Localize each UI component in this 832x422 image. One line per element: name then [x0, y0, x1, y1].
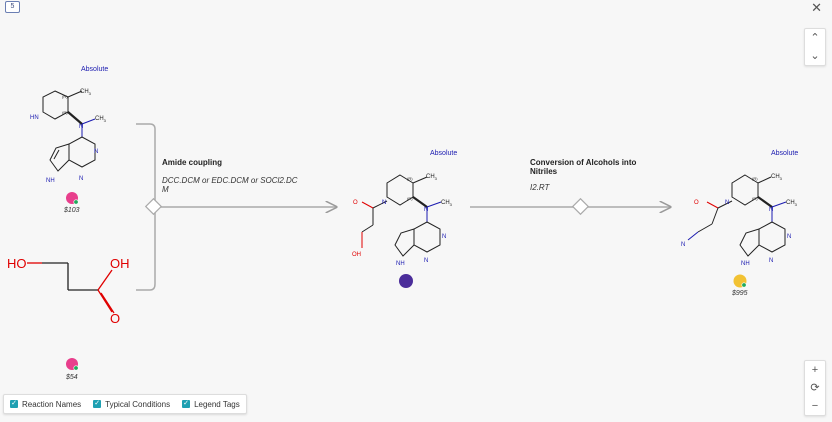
- price-product: $995: [732, 290, 748, 297]
- stereo-r-label: (R): [62, 94, 68, 99]
- check-icon: [73, 365, 79, 371]
- ch3-label: CH3: [771, 174, 783, 181]
- o-label: O: [694, 200, 699, 206]
- conditions-line: M: [162, 185, 169, 194]
- n-label: N: [79, 124, 83, 130]
- step-node-2[interactable]: [571, 197, 590, 216]
- n-label: N: [769, 207, 773, 213]
- chevron-down-icon[interactable]: ⌄: [810, 50, 820, 62]
- step-node-1[interactable]: [144, 197, 163, 216]
- ch3-label: CH3: [426, 174, 438, 181]
- stereo-r-label: (R): [62, 110, 68, 115]
- n-label: N: [79, 176, 83, 182]
- n-label: N: [382, 200, 386, 206]
- n-label: N: [681, 242, 685, 248]
- conditions-line: DCC.DCM or EDC.DCM or SOCl2.DC: [162, 176, 298, 185]
- hn-label: HN: [30, 115, 39, 121]
- acid-labels: HO OH O: [7, 256, 130, 326]
- chevron-up-icon[interactable]: ⌃: [810, 32, 820, 44]
- toggle-legend-tags[interactable]: ✓ Legend Tags: [182, 400, 240, 409]
- check-icon: [741, 282, 747, 288]
- n-label: N: [442, 234, 446, 240]
- toggle-typical-conditions[interactable]: ✓ Typical Conditions: [93, 400, 170, 409]
- nh-label: NH: [396, 261, 405, 267]
- stereo-r-label: (R): [407, 196, 413, 201]
- checkbox-checked-icon[interactable]: ✓: [93, 400, 102, 408]
- n-label: N: [769, 258, 773, 264]
- stereo-r-label: (R): [407, 176, 413, 181]
- n-label: N: [725, 200, 729, 206]
- molecule-product[interactable]: [687, 174, 787, 257]
- oh-label: OH: [352, 252, 361, 258]
- ch3-label: CH3: [95, 116, 107, 123]
- n-label: N: [94, 149, 98, 155]
- check-icon: [73, 199, 79, 205]
- molecule-amine[interactable]: [42, 90, 96, 172]
- intermediate-labels: CH3 N N CH3 O OH N N NH (R) (R): [352, 174, 453, 267]
- navigation-panel: ⌃ ⌄: [804, 28, 826, 66]
- zoom-out-icon[interactable]: −: [811, 400, 819, 412]
- ch3-label: CH3: [786, 200, 798, 207]
- checkbox-checked-icon[interactable]: ✓: [10, 400, 18, 408]
- stereo-r-label: (R): [752, 176, 758, 181]
- nh-label: NH: [46, 178, 55, 184]
- price-amine: $103: [64, 207, 80, 214]
- toggle-label: Reaction Names: [22, 399, 82, 409]
- ch3-label: CH3: [441, 200, 453, 207]
- reset-zoom-icon[interactable]: ⟳: [810, 382, 820, 394]
- stereo-label-amine: Absolute: [81, 66, 109, 73]
- amine-labels: CH3 HN N CH3 N N NH (R) (R): [30, 89, 107, 184]
- stereo-label-intermediate: Absolute: [430, 150, 458, 157]
- n-label: N: [424, 258, 428, 264]
- molecule-acid[interactable]: [27, 262, 115, 314]
- n-label: N: [787, 234, 791, 240]
- reaction-name-line: Nitriles: [530, 167, 558, 176]
- ho-label: HO: [7, 256, 27, 271]
- toggle-reaction-names[interactable]: ✓ Reaction Names: [10, 400, 81, 409]
- stereo-r-label: (R): [752, 196, 758, 201]
- nh-label: NH: [741, 261, 750, 267]
- toggle-label: Legend Tags: [194, 399, 240, 409]
- reaction-name-2: Conversion of Alcohols into Nitriles: [530, 158, 636, 176]
- n-label: N: [424, 207, 428, 213]
- product-labels: CH3 N N CH3 O N N N NH (R) (R): [681, 174, 798, 267]
- close-icon[interactable]: ✕: [811, 0, 822, 15]
- zoom-in-icon[interactable]: +: [811, 364, 819, 376]
- reaction-conditions-1: DCC.DCM or EDC.DCM or SOCl2.DC M: [162, 176, 298, 194]
- price-acid: $54: [66, 374, 78, 381]
- zoom-panel: + ⟳ −: [804, 360, 826, 416]
- molecule-intermediate[interactable]: [361, 174, 442, 257]
- toggle-label: Typical Conditions: [105, 399, 171, 409]
- stereo-label-product: Absolute: [771, 150, 799, 157]
- page-badge: 5: [5, 1, 20, 13]
- oh-label: OH: [110, 256, 130, 271]
- reaction-conditions-2: I2.RT: [530, 183, 550, 192]
- legend-tag-intermediate[interactable]: [399, 274, 413, 288]
- o-label: O: [353, 200, 358, 206]
- o-label: O: [110, 311, 120, 326]
- reaction-name-line: Conversion of Alcohols into: [530, 158, 637, 167]
- reaction-name-1: Amide coupling: [162, 158, 222, 167]
- checkbox-checked-icon[interactable]: ✓: [182, 400, 191, 408]
- ch3-label: CH3: [80, 89, 92, 96]
- legend-toolbar: ✓ Reaction Names ✓ Typical Conditions ✓ …: [3, 394, 247, 414]
